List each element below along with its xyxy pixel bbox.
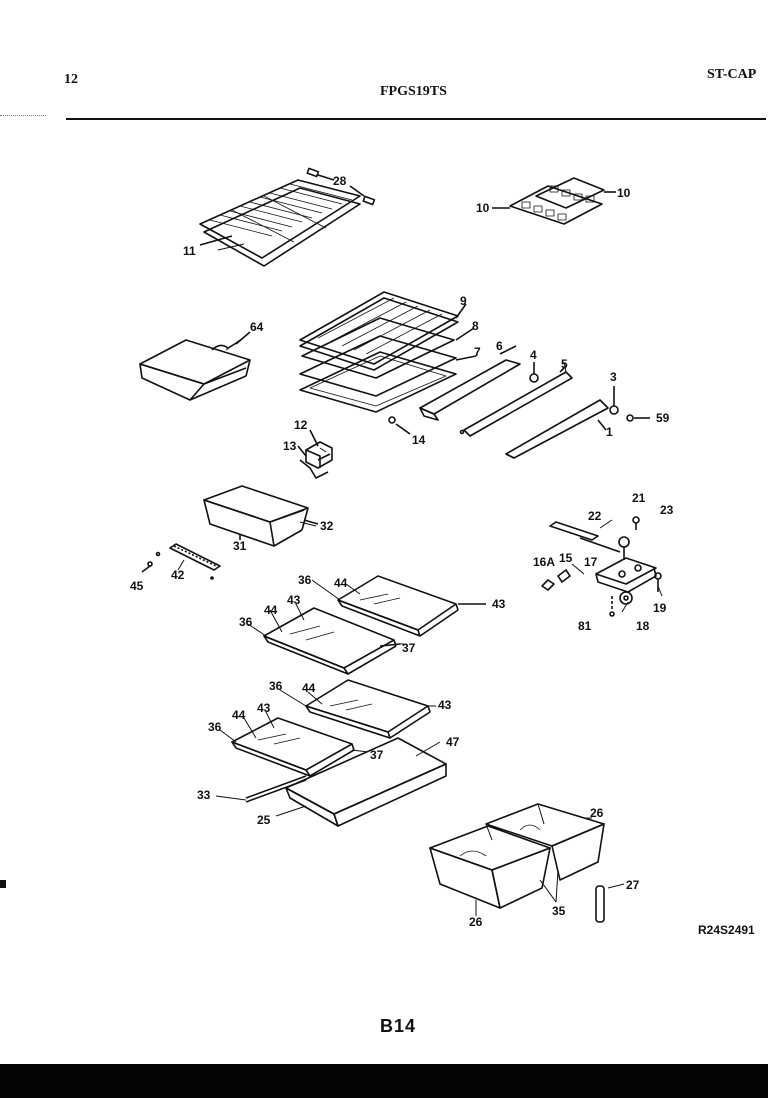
part-glass-shelf-lower-right: [305, 679, 431, 739]
part-ice-bin: [139, 331, 251, 401]
part-glass-shelf-upper-left: [263, 607, 401, 675]
label-part-33: 33: [197, 788, 211, 802]
part-crisper-cover: [245, 737, 447, 827]
label-part-6: 6: [496, 339, 503, 353]
part-temperature-control: [541, 516, 662, 617]
label-part-44-d: 44: [232, 708, 246, 722]
part-ice-trays: [492, 177, 616, 225]
part-freezer-shelf-assembly: [299, 291, 477, 413]
part-wire-shelf: [199, 167, 376, 267]
label-part-32: 32: [320, 519, 334, 533]
part-support-rail: [141, 543, 221, 580]
model-number: FPGS19TS: [380, 84, 447, 99]
label-part-16a: 16A: [533, 555, 555, 569]
label-part-43-a: 43: [492, 597, 506, 611]
label-part-45: 45: [130, 579, 144, 593]
label-part-13: 13: [283, 439, 297, 453]
part-crisper-drawers: [429, 803, 605, 909]
label-part-19: 19: [653, 601, 667, 615]
label-part-43-c: 43: [438, 698, 452, 712]
label-part-36-b: 36: [239, 615, 253, 629]
label-part-44-a: 44: [334, 576, 348, 590]
label-part-12: 12: [294, 418, 308, 432]
label-part-36-d: 36: [208, 720, 222, 734]
label-part-3: 3: [610, 370, 617, 384]
label-part-5: 5: [561, 357, 568, 371]
part-glass-shelf-upper-right: [337, 575, 486, 637]
page-footer-label: B14: [380, 1016, 417, 1036]
part-crisper-divider: [595, 885, 605, 923]
label-part-36-a: 36: [298, 573, 312, 587]
scan-bottom-band: [0, 1064, 768, 1098]
label-part-10-right: 10: [617, 186, 631, 200]
label-part-22: 22: [588, 509, 602, 523]
drawing-reference-code: R24S2491: [698, 923, 755, 937]
header-rule: [66, 118, 766, 120]
part-glass-shelf-lower-left: [231, 717, 355, 777]
label-part-7: 7: [474, 345, 481, 359]
label-part-11: 11: [183, 244, 196, 258]
label-part-1: 1: [606, 425, 613, 439]
label-part-31: 31: [233, 539, 247, 553]
label-part-43-d: 43: [257, 701, 271, 715]
scan-mark-left: [0, 115, 46, 116]
scan-edge-mark: [0, 880, 6, 888]
label-part-9: 9: [460, 294, 467, 308]
part-freezer-drawer: [203, 485, 319, 547]
label-part-21: 21: [632, 491, 646, 505]
label-part-23: 23: [660, 503, 674, 517]
label-part-26-right: 26: [590, 806, 604, 820]
label-part-28: 28: [333, 174, 347, 188]
label-part-26-left: 26: [469, 915, 483, 929]
label-part-81: 81: [578, 619, 592, 633]
label-part-14: 14: [412, 433, 426, 447]
label-part-37-b: 37: [370, 748, 384, 762]
label-part-35: 35: [552, 904, 566, 918]
label-part-43-b: 43: [287, 593, 301, 607]
label-part-36-c: 36: [269, 679, 283, 693]
label-part-44-c: 44: [302, 681, 316, 695]
label-part-15: 15: [559, 551, 573, 565]
label-part-8: 8: [472, 319, 479, 333]
label-part-18: 18: [636, 619, 650, 633]
label-part-42: 42: [171, 568, 185, 582]
label-part-47: 47: [446, 735, 460, 749]
part-hinge-brackets: [297, 429, 333, 479]
label-part-25: 25: [257, 813, 271, 827]
page-number: 12: [64, 72, 78, 87]
label-part-44-b: 44: [264, 603, 278, 617]
label-part-10-left: 10: [476, 201, 490, 215]
part-rails: [388, 345, 650, 459]
label-part-4: 4: [530, 348, 537, 362]
label-part-59: 59: [656, 411, 670, 425]
exploded-parts-diagram: 28 11 10 10 9 8 7 6 4 5 3 59 1 14 64 12 …: [130, 167, 674, 929]
label-part-64: 64: [250, 320, 264, 334]
label-part-17: 17: [584, 555, 598, 569]
label-part-27: 27: [626, 878, 640, 892]
catalog-code: ST-CAP: [707, 67, 757, 82]
label-part-37-a: 37: [402, 641, 416, 655]
